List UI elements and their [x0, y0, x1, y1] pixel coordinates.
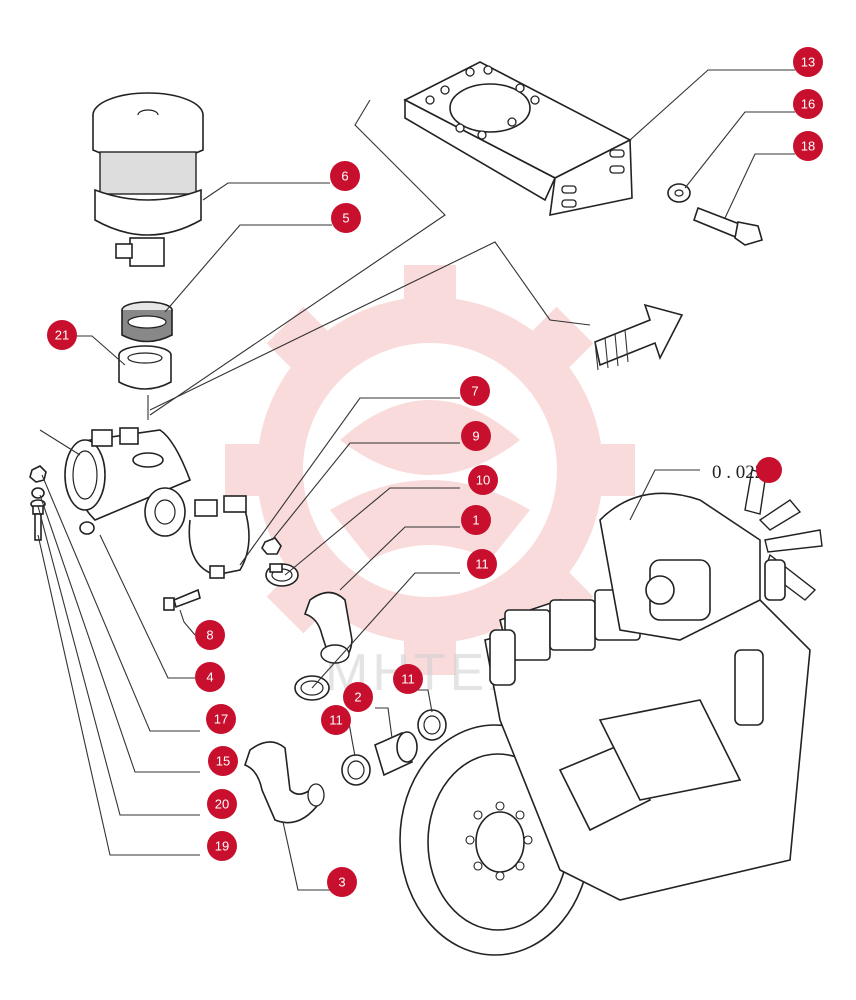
straight-hose-2	[374, 731, 418, 777]
air-filter-cover	[92, 92, 204, 267]
callout-number: 13	[801, 55, 815, 70]
callout-number: 3	[338, 875, 345, 890]
callout-number: 11	[401, 672, 415, 687]
callout-10: 10	[468, 465, 498, 495]
callout-circle	[793, 131, 823, 161]
callout-number: 21	[55, 328, 69, 343]
callout-circle	[195, 620, 225, 650]
callout-circle	[206, 704, 236, 734]
callout-5: 5	[331, 203, 361, 233]
direction-arrow	[594, 303, 684, 371]
callout-3: 3	[327, 867, 357, 897]
callout-number: 17	[214, 712, 228, 727]
callout-number: 16	[801, 97, 815, 112]
callout-17: 17	[206, 704, 236, 734]
callout-15: 15	[208, 746, 238, 776]
callout-9: 9	[461, 421, 491, 451]
callout-number: 4	[206, 670, 213, 685]
callout-6: 6	[330, 161, 360, 191]
callout-circle	[467, 549, 497, 579]
nut-9	[261, 537, 282, 555]
mounting-bracket	[403, 61, 633, 217]
air-cleaner-body	[64, 427, 192, 537]
callout-circle	[47, 320, 77, 350]
callout-number: 6	[341, 169, 348, 184]
callout-number: 2	[354, 690, 361, 705]
callout-circle	[468, 465, 498, 495]
callout-number: 7	[471, 384, 478, 399]
s-hose-3	[243, 741, 321, 824]
callout-number: 19	[215, 839, 229, 854]
callout-number: 8	[206, 628, 213, 643]
callout-20: 20	[207, 789, 237, 819]
callout-circle	[393, 664, 423, 694]
hose-clamp-11-right	[417, 709, 447, 741]
callout-number: 10	[476, 473, 490, 488]
callout-number: 1	[472, 513, 479, 528]
callout-circle	[321, 705, 351, 735]
callout-11: 11	[467, 549, 497, 579]
callout-circle	[793, 47, 823, 77]
callout-circle	[208, 746, 238, 776]
callout-number: 18	[801, 139, 815, 154]
callout-number: 11	[329, 713, 343, 728]
callout-19: 19	[207, 831, 237, 861]
callout-circle	[195, 662, 225, 692]
callout-number: 5	[342, 211, 349, 226]
callout-4: 4	[195, 662, 225, 692]
callout-circle	[461, 421, 491, 451]
callout-21: 21	[47, 320, 77, 350]
rubber-sleeve-5	[121, 301, 173, 343]
leader-lines	[37, 69, 795, 891]
callout-circle	[461, 505, 491, 535]
bolt-18	[693, 206, 763, 246]
callout-7: 7	[460, 376, 490, 406]
callout-1: 1	[461, 505, 491, 535]
callout-circle	[207, 789, 237, 819]
callout-circle	[207, 831, 237, 861]
callout-circle	[460, 376, 490, 406]
callout-18: 18	[793, 131, 823, 161]
callout-circle	[330, 161, 360, 191]
hose-clamp-11-lower	[341, 754, 371, 786]
callout-circle	[327, 867, 357, 897]
callout-11: 11	[321, 705, 351, 735]
hose-clamp-10	[265, 563, 299, 587]
callout-circle	[793, 89, 823, 119]
clamp-band	[188, 495, 250, 579]
callout-circle	[343, 682, 373, 712]
callout-number: 20	[215, 797, 229, 812]
engine-assembly	[399, 469, 823, 956]
callout-number: 11	[475, 557, 489, 572]
callout-circle	[331, 203, 361, 233]
adapter-ring-21	[118, 345, 172, 390]
callout-11: 11	[393, 664, 423, 694]
callout-2: 2	[343, 682, 373, 712]
callout-number: 9	[472, 429, 479, 444]
callout-8: 8	[195, 620, 225, 650]
callout-number: 15	[216, 754, 230, 769]
callout-16: 16	[793, 89, 823, 119]
fastener-stack	[29, 465, 47, 541]
reference-marker	[756, 457, 782, 483]
callout-13: 13	[793, 47, 823, 77]
screw-8	[163, 588, 201, 611]
